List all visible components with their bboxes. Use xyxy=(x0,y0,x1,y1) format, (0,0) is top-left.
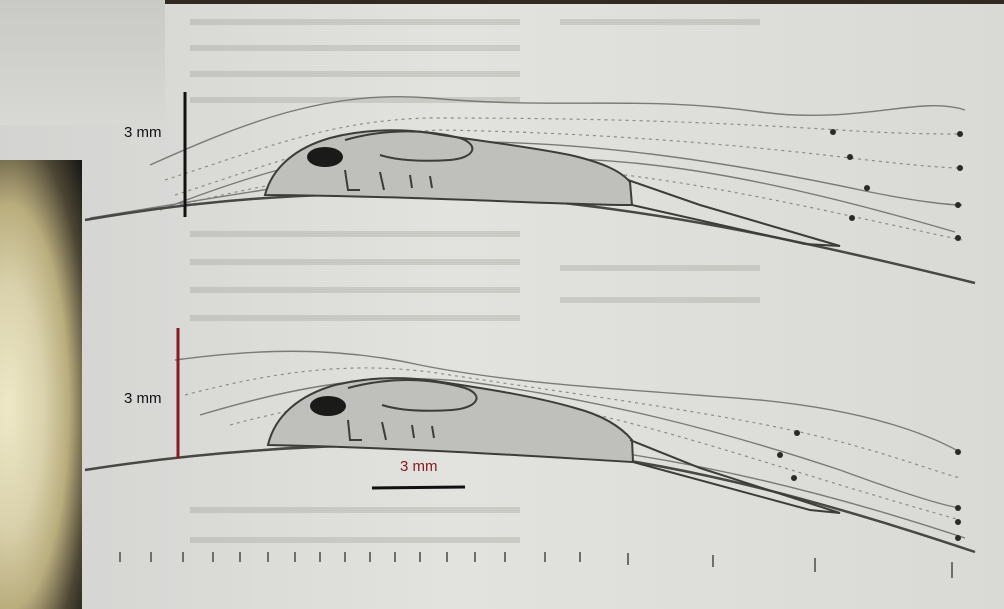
bottom-organism-eye xyxy=(310,396,346,416)
top-organism-body xyxy=(265,130,632,205)
top-substrate-surface xyxy=(85,194,975,283)
top-panel: 3 mm xyxy=(85,92,975,283)
bottom-organism-tail xyxy=(630,440,840,513)
top-scale-label: 3 mm xyxy=(124,124,162,141)
top-organism-eye xyxy=(307,147,343,167)
bottom-horizontal-scale-bar xyxy=(372,487,465,488)
top-organism-tail xyxy=(628,180,840,246)
bottom-horizontal-scale-label: 3 mm xyxy=(400,458,438,475)
bottom-organism-body xyxy=(268,378,633,462)
bottom-vertical-scale-label: 3 mm xyxy=(124,390,162,407)
bottom-streamline-markers xyxy=(777,430,961,541)
bottom-tick-row xyxy=(120,552,952,578)
bottom-panel: 3 mm 3 mm xyxy=(85,328,975,552)
top-streamline-markers xyxy=(830,129,963,241)
bottom-substrate-surface xyxy=(85,444,975,552)
